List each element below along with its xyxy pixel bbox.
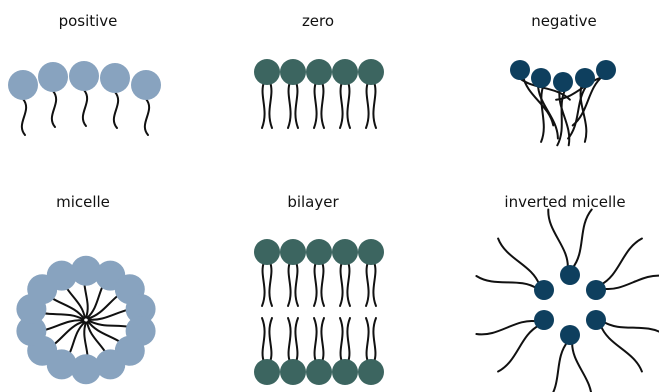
- lipid-tail: [314, 318, 317, 362]
- lipid-head: [332, 59, 358, 85]
- lipid-tail: [269, 262, 272, 306]
- lipid-head: [358, 239, 384, 265]
- lipid-head: [596, 60, 616, 80]
- lipid-tail: [321, 82, 324, 128]
- lipid-tail: [347, 262, 350, 306]
- lipid-head: [280, 359, 306, 385]
- lipid-head: [254, 59, 280, 85]
- lipid-tail: [262, 318, 265, 362]
- lipid-head: [510, 60, 530, 80]
- lipid-head: [560, 265, 580, 285]
- lipid-head: [575, 68, 595, 88]
- lipid-head: [586, 310, 606, 330]
- lipid-head: [280, 239, 306, 265]
- lipid-head: [586, 280, 606, 300]
- lipid-head: [100, 63, 130, 93]
- lipid-head: [531, 68, 551, 88]
- lipid-tail: [269, 318, 272, 362]
- lipid-tail: [373, 318, 376, 362]
- lipid-tail: [498, 325, 539, 371]
- lipid-tail: [83, 90, 87, 126]
- lipid-tail: [601, 239, 642, 285]
- lipid-tail: [269, 82, 272, 128]
- lipid-tail: [603, 321, 659, 334]
- lipid-tail: [288, 318, 291, 362]
- lipid-tail: [321, 262, 324, 306]
- lipid-tail: [52, 91, 56, 127]
- lipid-tail: [145, 99, 149, 135]
- inverted-micelle-shape: [476, 210, 659, 392]
- lipid-head: [332, 239, 358, 265]
- zero-shape: [254, 59, 384, 128]
- negative-shape: [510, 60, 616, 145]
- lipid-tail: [288, 82, 291, 128]
- lipid-tail: [548, 342, 568, 392]
- lipid-head: [358, 359, 384, 385]
- lipid-head: [8, 70, 38, 100]
- lipid-tail: [572, 342, 592, 392]
- lipid-tail: [321, 318, 324, 362]
- lipid-tail: [262, 262, 265, 306]
- lipid-tail: [295, 318, 298, 362]
- lipid-tail: [347, 318, 350, 362]
- lipid-head: [332, 359, 358, 385]
- lipid-tail: [476, 276, 537, 289]
- lipid-tail: [340, 318, 343, 362]
- lipid-tail: [366, 318, 369, 362]
- lipid-tail: [373, 82, 376, 128]
- positive-shape: [8, 61, 161, 135]
- lipid-head: [306, 239, 332, 265]
- lipid-head: [358, 59, 384, 85]
- lipid-head: [254, 359, 280, 385]
- lipid-head: [306, 59, 332, 85]
- lipid-tail: [340, 82, 343, 128]
- lipid-head: [69, 61, 99, 91]
- lipid-tail: [366, 262, 369, 306]
- lipid-head: [534, 310, 554, 330]
- lipid-tail: [314, 82, 317, 128]
- lipid-head: [254, 239, 280, 265]
- lipid-head: [280, 59, 306, 85]
- lipid-tail: [498, 239, 539, 285]
- lipid-tail: [366, 82, 369, 128]
- lipid-head: [560, 325, 580, 345]
- lipid-tail: [572, 210, 592, 269]
- lipid-tail: [347, 82, 350, 128]
- lipid-tail: [22, 99, 26, 135]
- lipid-tail: [601, 325, 642, 371]
- lipid-tail: [114, 92, 118, 128]
- lipid-head: [534, 280, 554, 300]
- lipid-tail: [373, 262, 376, 306]
- lipid-tail: [295, 262, 298, 306]
- lipid-tail: [295, 82, 298, 128]
- lipid-tail: [340, 262, 343, 306]
- lipid-tail: [262, 82, 265, 128]
- lipid-tail: [288, 262, 291, 306]
- micelle-shape: [16, 256, 155, 385]
- lipid-tail: [541, 84, 544, 142]
- lipid-head: [306, 359, 332, 385]
- lipid-head: [131, 70, 161, 100]
- bilayer-shape: [254, 239, 384, 385]
- lipid-tail: [568, 84, 588, 139]
- lipid-head: [47, 261, 77, 291]
- lipid-tail: [314, 262, 317, 306]
- lipid-tail: [476, 321, 537, 334]
- lipid-head: [553, 72, 573, 92]
- lipid-tail: [548, 210, 568, 269]
- lipid-head: [38, 62, 68, 92]
